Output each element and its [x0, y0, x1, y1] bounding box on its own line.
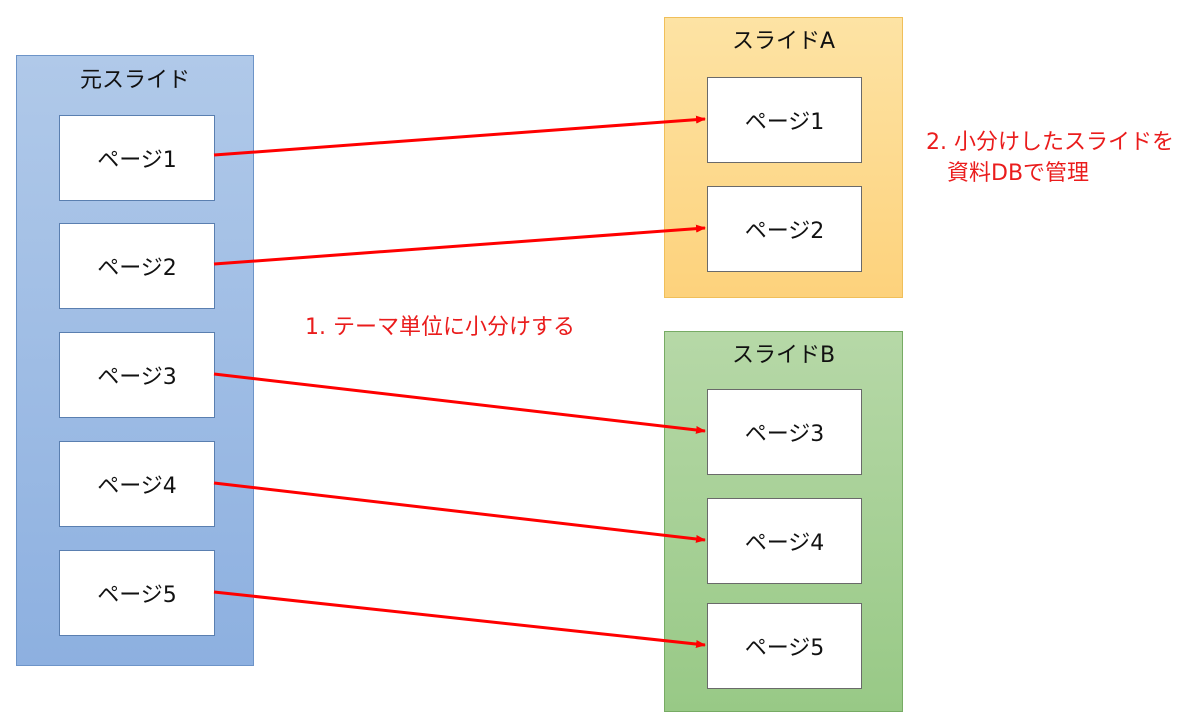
arrow-page5-to-slide-b: [213, 590, 706, 649]
slide-a-title: スライドA: [731, 29, 836, 54]
source-slide-group: 元スライド ページ1 ページ2 ページ3 ページ4 ページ5: [16, 55, 254, 666]
arrow-page4-to-slide-b: [213, 481, 706, 543]
step1-annotation: 1. テーマ単位に小分けする: [305, 315, 575, 340]
slide-b-page-4[interactable]: ページ4: [707, 498, 862, 584]
slide-a-page-1[interactable]: ページ1: [707, 77, 862, 163]
slide-b-page-5[interactable]: ページ5: [707, 603, 862, 689]
source-page-1[interactable]: ページ1: [59, 115, 215, 201]
source-page-5[interactable]: ページ5: [59, 550, 215, 636]
step2-annotation-line2: 資料DBで管理: [947, 161, 1090, 186]
arrow-page2-to-slide-a: [213, 224, 706, 266]
slide-b-title: スライドB: [731, 343, 836, 368]
source-slide-title: 元スライド: [79, 68, 190, 93]
slide-b-page-3[interactable]: ページ3: [707, 389, 862, 475]
source-page-4[interactable]: ページ4: [59, 441, 215, 527]
slide-b-group: スライドB ページ3 ページ4 ページ5: [664, 331, 903, 712]
step2-annotation-line1: 2. 小分けしたスライドを: [926, 130, 1174, 155]
arrow-page1-to-slide-a: [213, 115, 706, 157]
source-page-3[interactable]: ページ3: [59, 332, 215, 418]
source-page-2[interactable]: ページ2: [59, 223, 215, 309]
arrow-page3-to-slide-b: [213, 372, 706, 434]
slide-a-group: スライドA ページ1 ページ2: [664, 17, 903, 298]
slide-a-page-2[interactable]: ページ2: [707, 186, 862, 272]
